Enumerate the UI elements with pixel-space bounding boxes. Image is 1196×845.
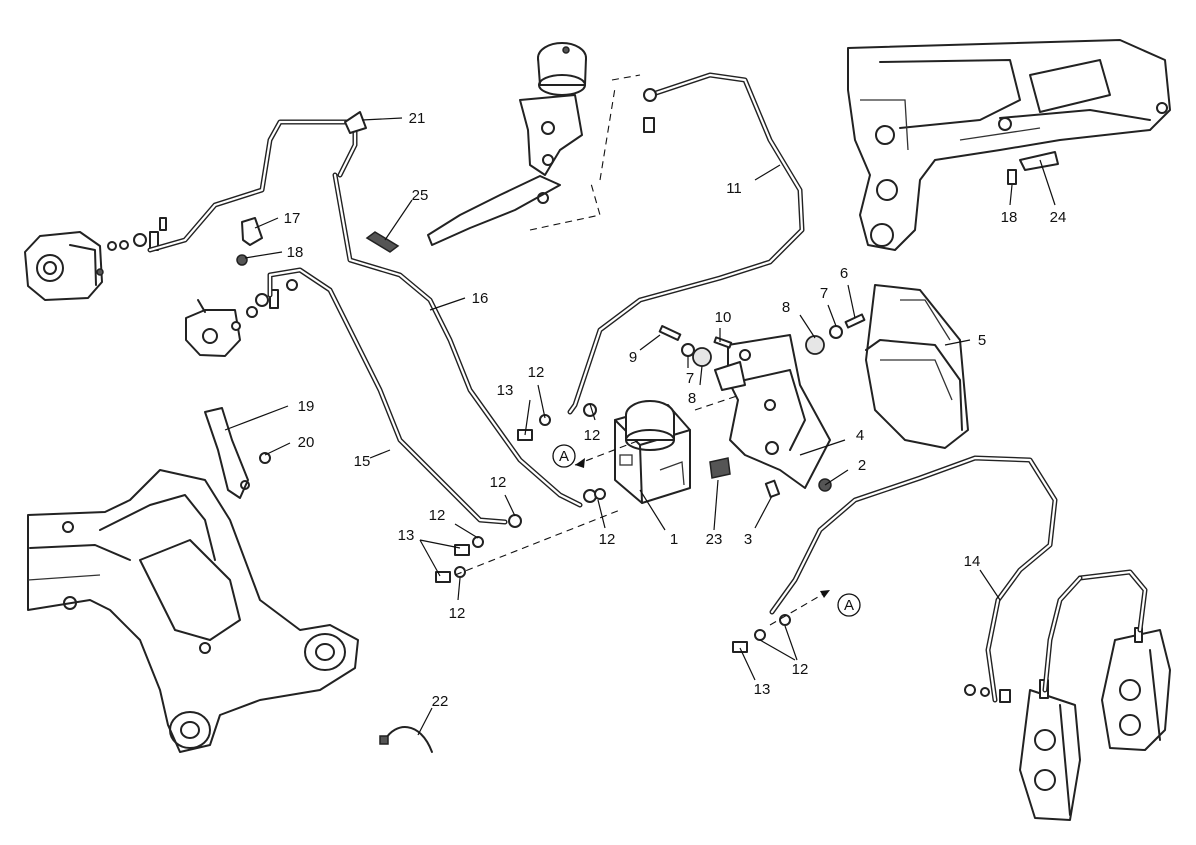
callout-13: 13 (398, 527, 415, 544)
callout-5: 5 (978, 332, 986, 349)
callout-12: 12 (599, 531, 616, 548)
ref-label: A (559, 448, 569, 465)
callout-10: 10 (715, 309, 732, 326)
callout-1: 1 (670, 531, 678, 548)
callout-17: 17 (284, 210, 301, 227)
callout-12: 12 (584, 427, 601, 444)
callout-11: 11 (726, 180, 742, 197)
reference-a-right: A (837, 593, 861, 617)
callout-24: 24 (1050, 209, 1067, 226)
callouts: 1 2 3 4 5 6 7 7 8 8 9 10 11 12 12 12 12 … (284, 110, 1067, 710)
callout-14: 14 (964, 553, 981, 570)
leader-lines (224, 117, 1056, 736)
rear-master-cylinder (185, 279, 298, 357)
callout-8: 8 (688, 390, 696, 407)
callout-20: 20 (298, 434, 315, 451)
callout-12: 12 (490, 474, 507, 491)
callout-2: 2 (858, 457, 866, 474)
ref-label: A (844, 597, 854, 614)
callout-13: 13 (497, 382, 514, 399)
callout-12: 12 (528, 364, 545, 381)
callout-25: 25 (412, 187, 429, 204)
callout-16: 16 (472, 290, 489, 307)
swingarm (27, 469, 359, 753)
callout-21: 21 (409, 110, 426, 127)
rear-caliper (24, 217, 167, 301)
abs-modulator (614, 400, 691, 504)
callout-12: 12 (792, 661, 809, 678)
callout-19: 19 (298, 398, 315, 415)
abs-cover (865, 284, 969, 449)
small-parts (204, 88, 1059, 753)
callout-12: 12 (429, 507, 446, 524)
callout-7: 7 (820, 285, 828, 302)
callout-18: 18 (287, 244, 304, 261)
flow-lines (454, 394, 831, 626)
callout-15: 15 (354, 453, 371, 470)
callout-22: 22 (432, 693, 449, 710)
frame-section (847, 39, 1171, 251)
brake-hoses (147, 72, 1148, 703)
callout-4: 4 (856, 427, 864, 444)
reference-a-left: A (552, 444, 576, 468)
callout-18: 18 (1001, 209, 1018, 226)
callout-13: 13 (754, 681, 771, 698)
front-calipers (964, 627, 1171, 821)
abs-bracket (714, 334, 831, 489)
front-master-cylinder (427, 42, 641, 246)
callout-12: 12 (449, 605, 466, 622)
callout-6: 6 (840, 265, 848, 282)
callout-9: 9 (629, 349, 637, 366)
callout-8: 8 (782, 299, 790, 316)
callout-23: 23 (706, 531, 723, 548)
callout-3: 3 (744, 531, 752, 548)
callout-7: 7 (686, 370, 694, 387)
